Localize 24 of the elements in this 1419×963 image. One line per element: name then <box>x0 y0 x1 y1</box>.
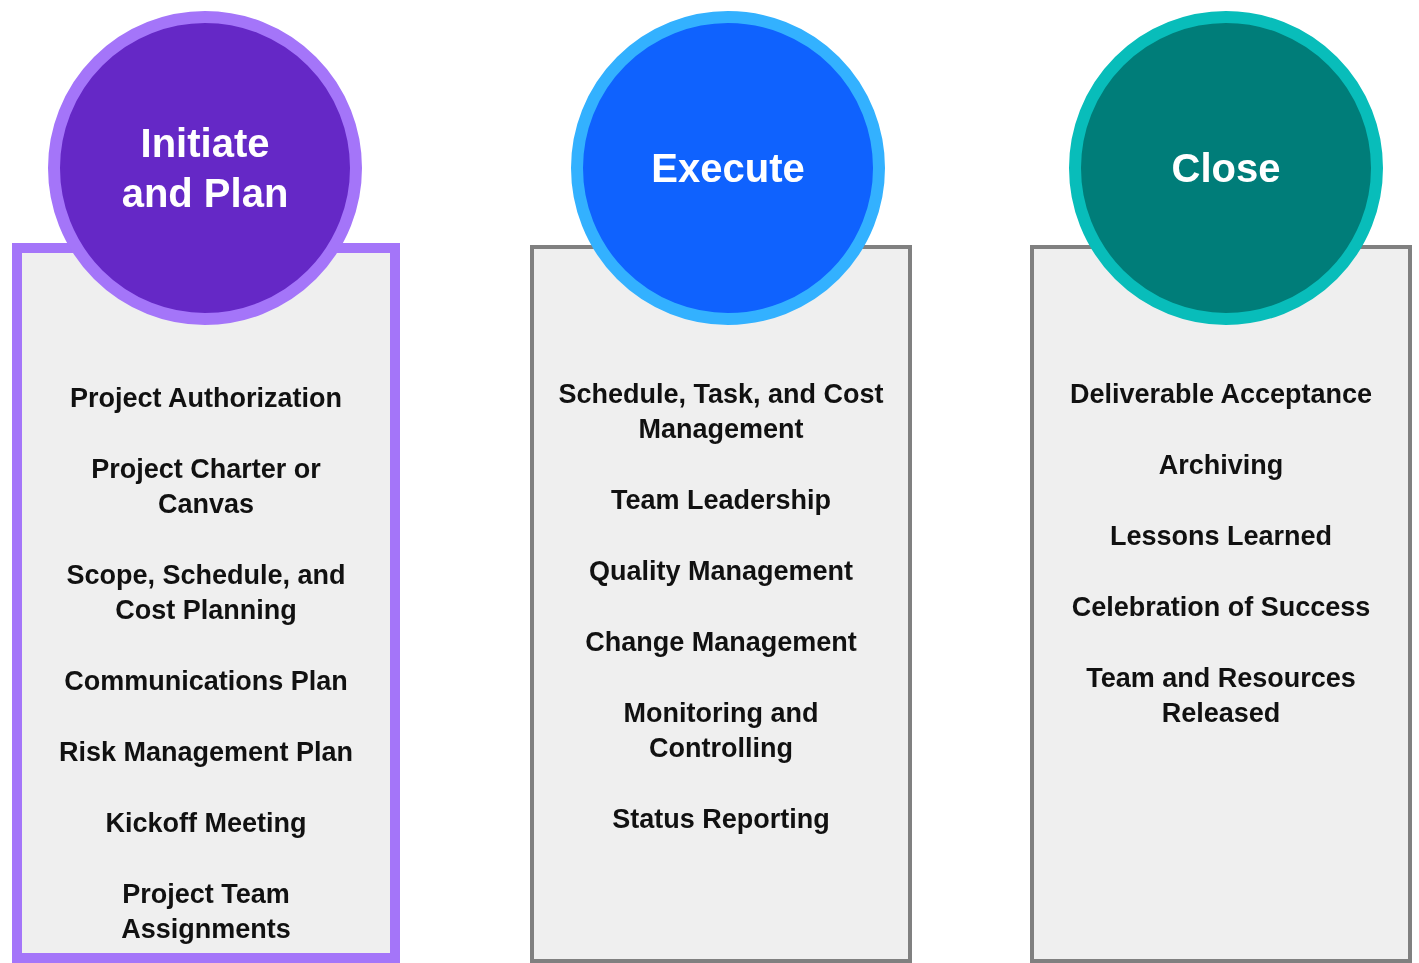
activity-text: Lessons Learned <box>1109 520 1333 553</box>
activity-text: Communications Plan <box>64 665 348 698</box>
activity-text: Scope, Schedule, and Cost Planning <box>65 559 347 627</box>
activity-text: Kickoff Meeting <box>105 807 307 840</box>
activity-text: Monitoring and Controlling <box>622 697 820 765</box>
activity-text: Status Reporting <box>612 803 830 836</box>
activity-text: Change Management <box>585 626 857 659</box>
phase-panel <box>1030 245 1412 963</box>
activity-text: Project Authorization <box>70 382 342 415</box>
phase-panel <box>12 243 400 963</box>
activity-text: Team and Resources Released <box>1085 662 1357 730</box>
phase-title: Execute <box>651 145 805 192</box>
activity-text: Deliverable Acceptance <box>1069 378 1373 411</box>
phase-title: Initiate and Plan <box>120 120 290 217</box>
activity-text: Team Leadership <box>610 484 832 517</box>
activity-text: Risk Management Plan <box>58 736 354 769</box>
activity-text: Schedule, Task, and Cost Management <box>557 378 885 446</box>
activity-text: Quality Management <box>588 555 854 588</box>
activity-text: Celebration of Success <box>1071 591 1371 624</box>
phase-panel <box>530 245 912 963</box>
phase-title: Close <box>1171 145 1281 192</box>
activity-text: Project Team Assignments <box>120 878 292 946</box>
activity-text: Project Charter or Canvas <box>90 453 322 521</box>
activity-text: Archiving <box>1158 449 1284 482</box>
